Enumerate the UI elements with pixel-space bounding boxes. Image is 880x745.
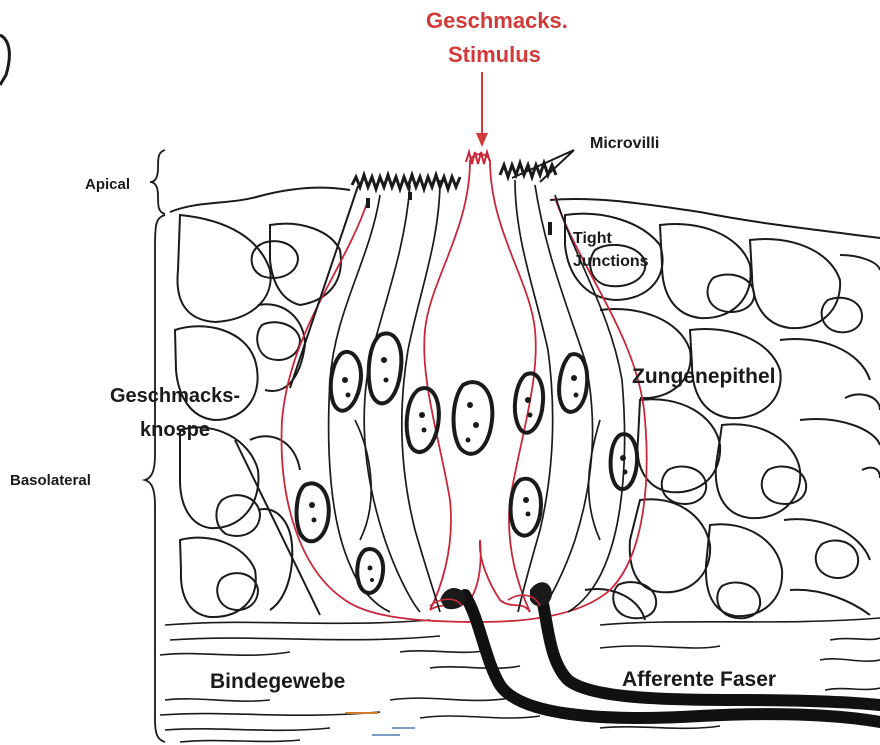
taste-bud: [282, 154, 647, 622]
geschmacksknospe-label-2: knospe: [140, 419, 210, 441]
microvilli-label: Microvilli: [590, 135, 659, 152]
tight-junctions-label-1: Tight: [573, 230, 612, 247]
stimulus-label-line1: Geschmacks.: [426, 8, 568, 33]
apical-bracket: [150, 150, 165, 214]
bracket-marks: [145, 150, 165, 742]
stimulus-label-line2: Stimulus: [448, 42, 541, 67]
bindegewebe-label: Bindegewebe: [210, 670, 345, 693]
stimulus-arrow: [476, 72, 488, 147]
corner-fragment: [0, 35, 9, 85]
tongue-epithelium-cells: [170, 188, 880, 620]
basolateral-label: Basolateral: [10, 472, 91, 489]
basolateral-bracket: [145, 215, 165, 742]
nerve-ending-marks: [440, 582, 552, 609]
geschmacksknospe-label-1: Geschmacks-: [110, 385, 240, 407]
tight-junctions-label-2: Junctions: [573, 253, 649, 270]
apical-label: Apical: [85, 176, 130, 193]
blue-fibers: [372, 728, 415, 735]
afferente-faser-label: Afferente Faser: [622, 668, 776, 691]
tight-junction-marks: [368, 192, 550, 235]
microvilli-tufts: [352, 163, 556, 189]
zungenepithel-label: Zungenepithel: [632, 365, 776, 388]
taste-cell-nuclei: [297, 333, 637, 593]
